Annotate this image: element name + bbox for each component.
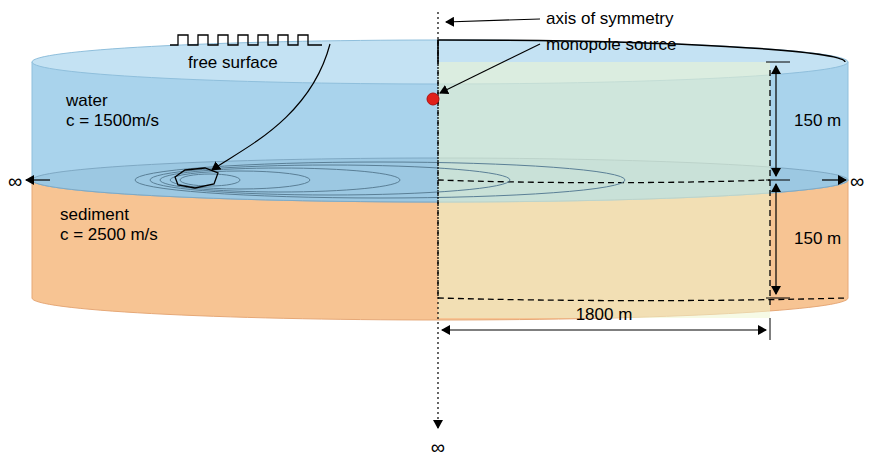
dimension-tick	[766, 180, 790, 181]
axis-label: axis of symmetry	[546, 10, 674, 29]
signal-pulse	[170, 35, 322, 45]
source-label: monopole source	[546, 36, 676, 55]
monopole-dot	[427, 93, 439, 105]
dimension-text: 150 m	[794, 230, 841, 249]
extent-arrow	[26, 179, 50, 180]
dimension-arrow	[775, 66, 776, 176]
wavefronts	[135, 162, 625, 198]
extent-arrow	[822, 179, 846, 180]
axis-leader	[446, 19, 540, 22]
source-leader	[440, 44, 540, 93]
dimension-tick	[770, 318, 771, 340]
domain-fill	[438, 62, 770, 318]
dimension-arrow	[775, 184, 776, 294]
sound-speed: c = 2500 m/s	[60, 226, 158, 245]
dimension-text: 1800 m	[576, 306, 633, 325]
wave-packet	[175, 168, 218, 188]
dimension-text: 150 m	[794, 112, 841, 131]
layer-name: sediment	[60, 206, 129, 225]
surface-label: free surface	[188, 54, 278, 73]
dimension-tick	[766, 62, 790, 63]
infinity-mark: ∞	[850, 170, 864, 192]
layer-name: water	[66, 92, 108, 111]
dimension-tick	[766, 298, 790, 299]
infinity-mark: ∞	[8, 170, 22, 192]
domain-outline	[438, 40, 845, 305]
dimension-arrow	[442, 329, 766, 330]
infinity-mark: ∞	[431, 436, 445, 458]
symmetry-axis	[437, 12, 438, 428]
sound-speed: c = 1500m/s	[66, 112, 159, 131]
